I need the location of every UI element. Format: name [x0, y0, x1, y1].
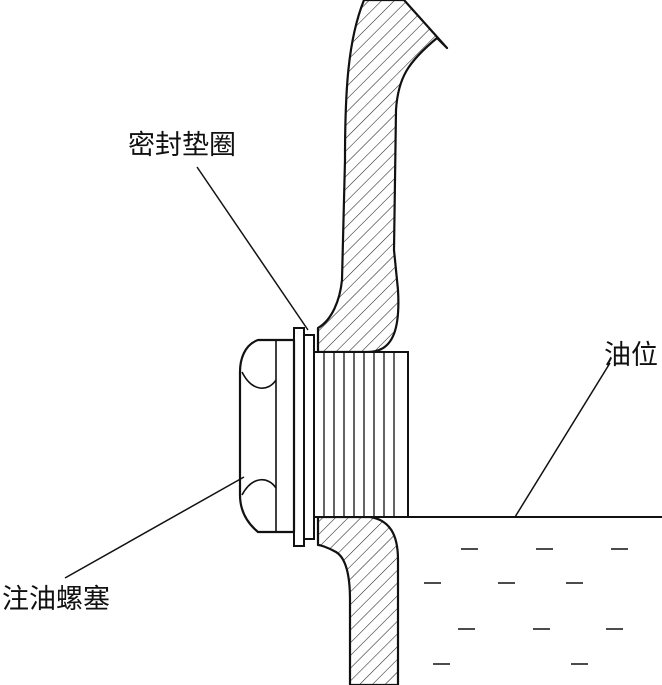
hex-face-curve-top	[241, 371, 277, 389]
label-sealing-washer: 密封垫圈	[128, 130, 236, 161]
plug-leader-line	[64, 476, 245, 579]
oil-dashes	[424, 548, 628, 665]
sealing-washer-inner	[303, 334, 315, 540]
hex-face-curve-bottom	[241, 479, 277, 496]
housing-wall-lower	[316, 515, 400, 685]
plug-hex-head	[238, 338, 296, 534]
plug-thread	[313, 351, 409, 518]
housing-wall-upper	[316, 0, 449, 354]
thread-lines	[323, 352, 395, 517]
gasket-leader-line	[196, 166, 309, 331]
label-oil-fill-plug: 注油螺塞	[2, 584, 110, 615]
label-oil-level: 油位	[604, 340, 658, 371]
sealing-washer	[293, 327, 305, 547]
oil-level-leader-line	[514, 362, 611, 518]
